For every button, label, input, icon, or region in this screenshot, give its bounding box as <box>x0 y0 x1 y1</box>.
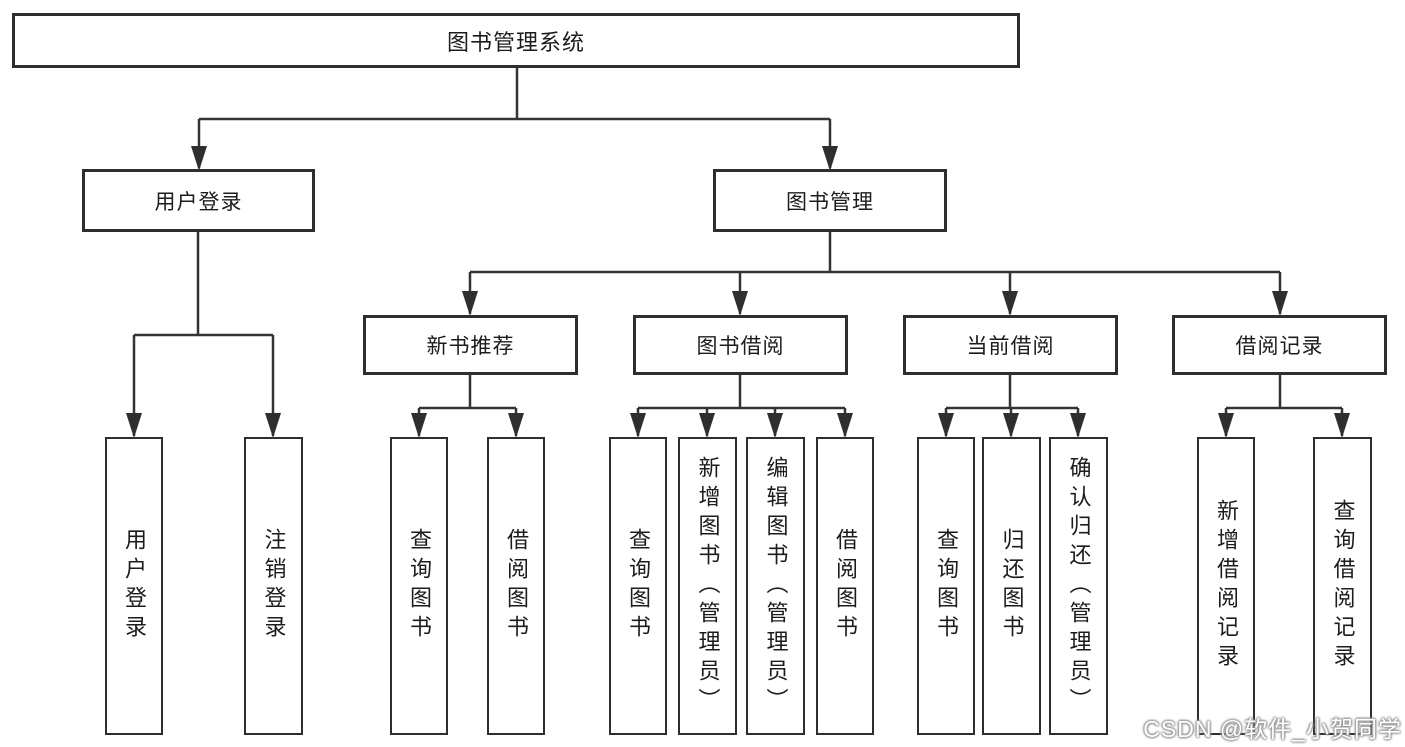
leaf-borrow-books: 借阅图书 <box>816 437 874 735</box>
leaf-add-borrow-record: 新增借阅记录 <box>1197 437 1255 735</box>
node-current-borrowing: 当前借阅 <box>903 315 1118 375</box>
node-label: 查询图书 <box>626 528 651 644</box>
leaf-add-books-admin: 新增图书（管理员） <box>678 437 737 735</box>
leaf-query-borrow-record: 查询借阅记录 <box>1313 437 1372 735</box>
node-label: 新增图书（管理员） <box>695 455 721 717</box>
node-label: 归还图书 <box>999 528 1025 644</box>
node-book-borrowing: 图书借阅 <box>633 315 848 375</box>
node-label: 当前借阅 <box>966 335 1055 358</box>
node-label: 新增借阅记录 <box>1214 499 1239 673</box>
node-label: 用户登录 <box>154 190 243 214</box>
node-label: 借阅记录 <box>1235 335 1324 358</box>
leaf-return-books: 归还图书 <box>982 437 1041 735</box>
node-label: 查询借阅记录 <box>1330 499 1356 673</box>
leaf-query-books-current: 查询图书 <box>917 437 975 735</box>
node-label: 用户登录 <box>122 528 147 644</box>
leaf-query-books-recommend: 查询图书 <box>390 437 448 735</box>
node-user-login: 用户登录 <box>82 169 315 232</box>
node-borrowing-records: 借阅记录 <box>1172 315 1387 375</box>
node-label: 新书推荐 <box>426 335 515 358</box>
node-book-management: 图书管理 <box>713 169 947 232</box>
csdn-watermark: CSDN @软件_小贺同学 <box>1143 716 1402 742</box>
node-label: 确认归还（管理员） <box>1066 455 1092 717</box>
leaf-borrow-books-recommend: 借阅图书 <box>487 437 545 735</box>
node-label: 图书借阅 <box>696 335 785 358</box>
node-label: 借阅图书 <box>504 528 529 644</box>
node-new-book-recommendation: 新书推荐 <box>363 315 578 375</box>
node-label: 编辑图书（管理员） <box>763 455 789 717</box>
leaf-edit-books-admin: 编辑图书（管理员） <box>746 437 805 735</box>
node-label: 查询图书 <box>934 528 959 644</box>
node-label: 注销登录 <box>261 528 287 644</box>
leaf-user-login: 用户登录 <box>105 437 163 735</box>
leaf-logout: 注销登录 <box>244 437 303 735</box>
node-root-library-management-system: 图书管理系统 <box>12 13 1020 68</box>
node-label: 查询图书 <box>407 528 432 644</box>
node-label: 图书管理系统 <box>446 29 585 55</box>
node-label: 借阅图书 <box>833 528 858 644</box>
leaf-confirm-return-admin: 确认归还（管理员） <box>1049 437 1108 735</box>
leaf-query-books-borrow: 查询图书 <box>609 437 667 735</box>
node-label: 图书管理 <box>786 190 874 214</box>
